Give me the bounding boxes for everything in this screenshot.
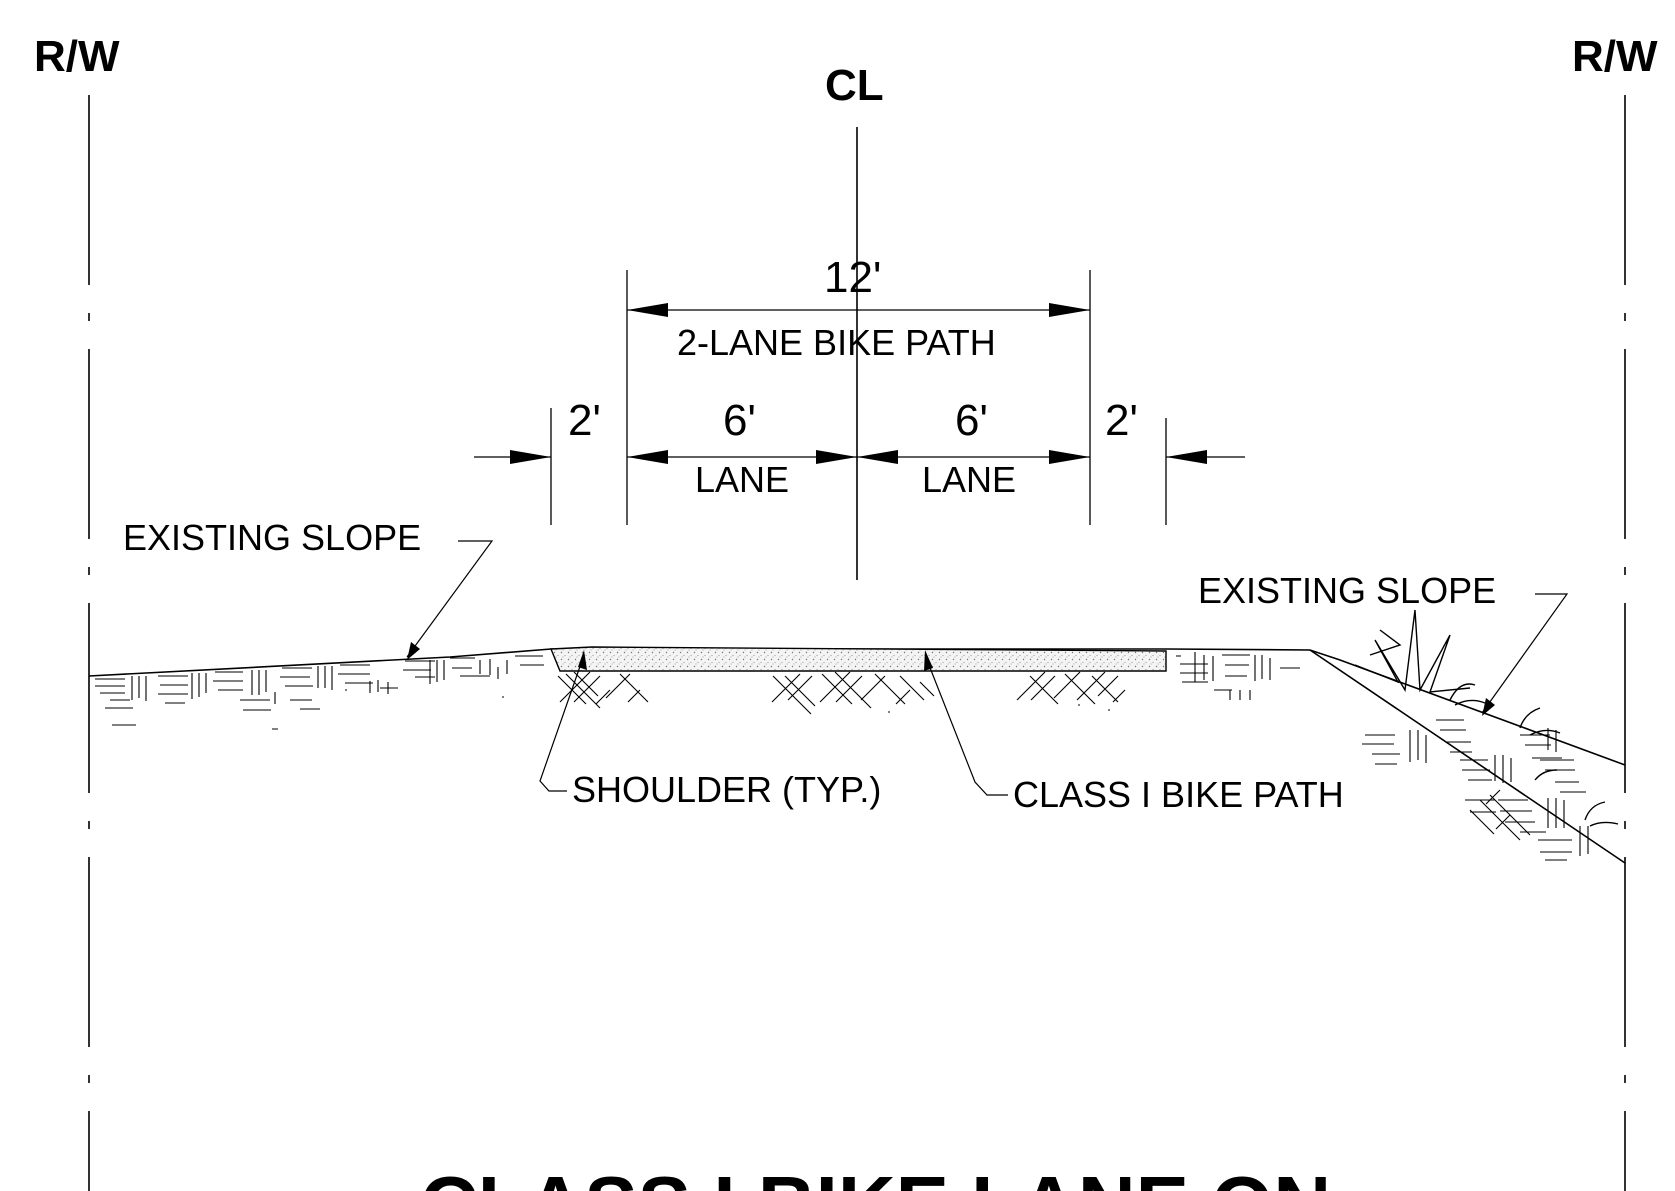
leader-bike-path bbox=[924, 650, 1008, 796]
callout-shoulder: SHOULDER (TYP.) bbox=[572, 769, 881, 810]
earth-hatch-under-path bbox=[557, 671, 1126, 715]
dimension-shoulder-right-value: 2' bbox=[1105, 396, 1138, 445]
dimension-lane-right-value: 6' bbox=[955, 396, 988, 445]
dimension-total-value: 12' bbox=[824, 253, 881, 302]
dimension-lane-left-value: 6' bbox=[723, 396, 756, 445]
dimension-shoulder-left-value: 2' bbox=[568, 396, 601, 445]
dimension-lane-right-caption: LANE bbox=[922, 459, 1016, 500]
callout-existing-slope-right: EXISTING SLOPE bbox=[1198, 570, 1496, 611]
callout-existing-slope-left: EXISTING SLOPE bbox=[123, 517, 421, 558]
earth-hatch-right-slope bbox=[1362, 719, 1589, 861]
dimension-total bbox=[627, 303, 1090, 317]
callout-bike-path: CLASS I BIKE PATH bbox=[1013, 774, 1344, 815]
dimension-total-caption: 2-LANE BIKE PATH bbox=[677, 322, 996, 363]
earth-hatch-left bbox=[95, 655, 544, 730]
dimension-shoulder-right bbox=[1166, 450, 1245, 464]
leader-existing-slope-left bbox=[406, 540, 494, 660]
bike-path-pavement bbox=[549, 646, 1167, 672]
leader-existing-slope-right bbox=[1481, 593, 1569, 716]
drawing-title: CLASS I BIKE LANE ON bbox=[420, 1160, 1331, 1191]
rw-label-right: R/W bbox=[1572, 32, 1658, 81]
dimension-lanes bbox=[627, 450, 1090, 464]
dimension-lane-left-caption: LANE bbox=[695, 459, 789, 500]
rw-label-left: R/W bbox=[34, 32, 120, 81]
dimension-shoulder-left bbox=[474, 450, 551, 464]
ground-profile bbox=[88, 648, 1626, 864]
vegetation-grass bbox=[1354, 609, 1619, 827]
centerline-label: CL bbox=[825, 61, 884, 110]
extension-lines bbox=[550, 270, 1167, 525]
leader-shoulder bbox=[539, 650, 587, 792]
earth-hatch-right-shoulder bbox=[1176, 652, 1300, 700]
